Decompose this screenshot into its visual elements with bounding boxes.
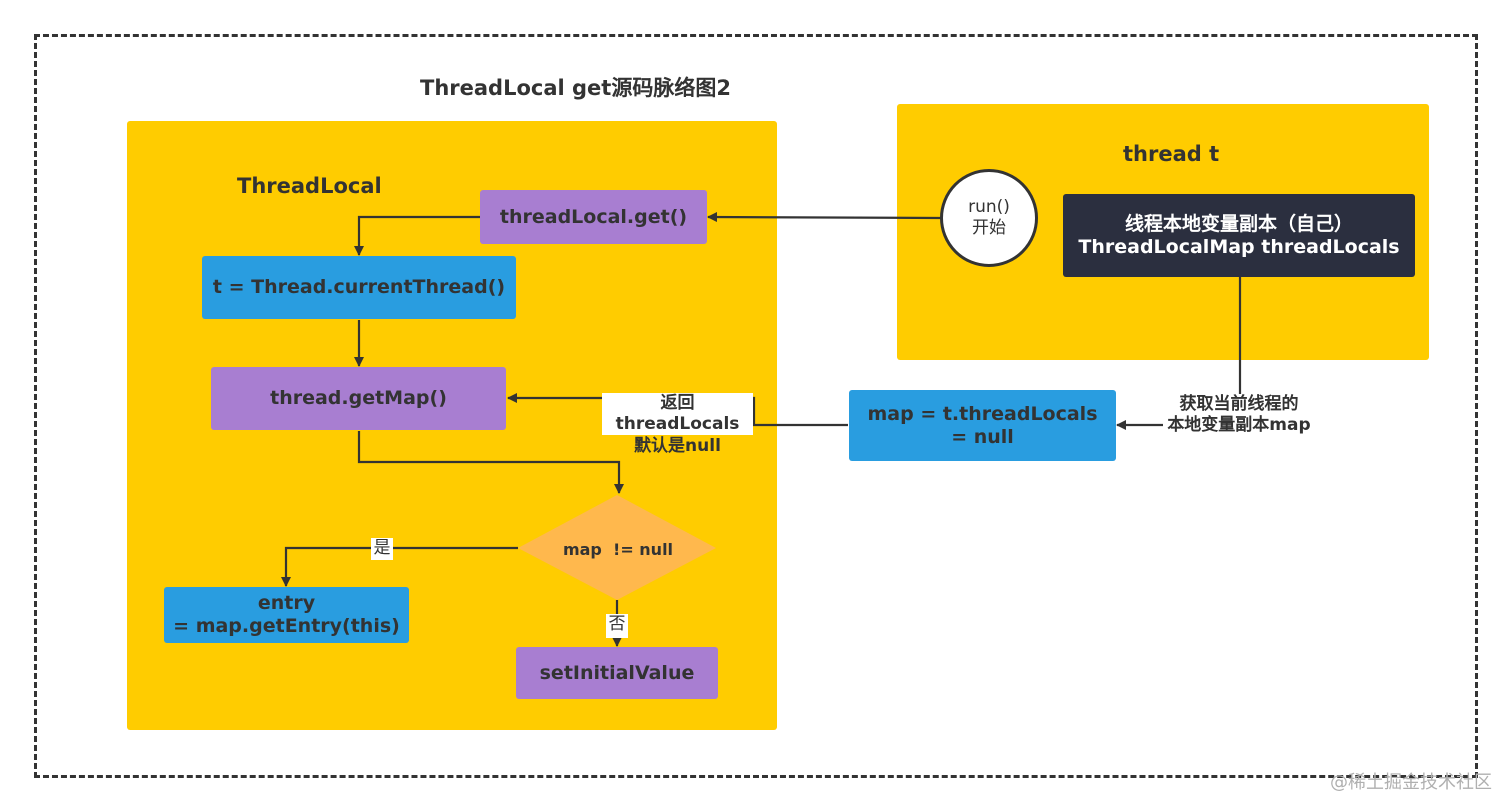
diagram-title: ThreadLocal get源码脉络图2 [420, 76, 731, 100]
watermark: @稀土掘金技术社区 [1330, 772, 1492, 793]
threadlocal-group-title: ThreadLocal [237, 174, 382, 198]
map-assign-node: map = t.threadLocals = null [849, 390, 1116, 461]
thread-t-group-title: thread t [1123, 142, 1220, 166]
yes-label: 是 [371, 538, 393, 560]
diamond-shape [518, 495, 716, 600]
get-copy-label: 获取当前线程的 本地变量副本map [1163, 394, 1315, 436]
get-entry-node: entry = map.getEntry(this) [164, 587, 409, 643]
run-start-node: run() 开始 [940, 169, 1038, 267]
return-threadlocals-label: 返回threadLocals 默认是null [602, 393, 753, 456]
no-label: 否 [606, 614, 628, 638]
edge-decision-to-entry [281, 546, 518, 587]
decision-node: map != null [562, 539, 674, 559]
dashed-frame [34, 34, 1478, 778]
get-map-node: thread.getMap() [211, 367, 506, 430]
current-thread-node: t = Thread.currentThread() [202, 256, 516, 319]
edge-run-to-get [707, 212, 942, 223]
thread-locals-node: 线程本地变量副本（自己） ThreadLocalMap threadLocals [1063, 194, 1415, 277]
set-initial-value-node: setInitialValue [516, 647, 718, 699]
edge-get-to-currentthread [354, 215, 480, 256]
edge-getmap-to-decision [357, 431, 624, 494]
threadlocal-get-node: threadLocal.get() [480, 190, 707, 244]
